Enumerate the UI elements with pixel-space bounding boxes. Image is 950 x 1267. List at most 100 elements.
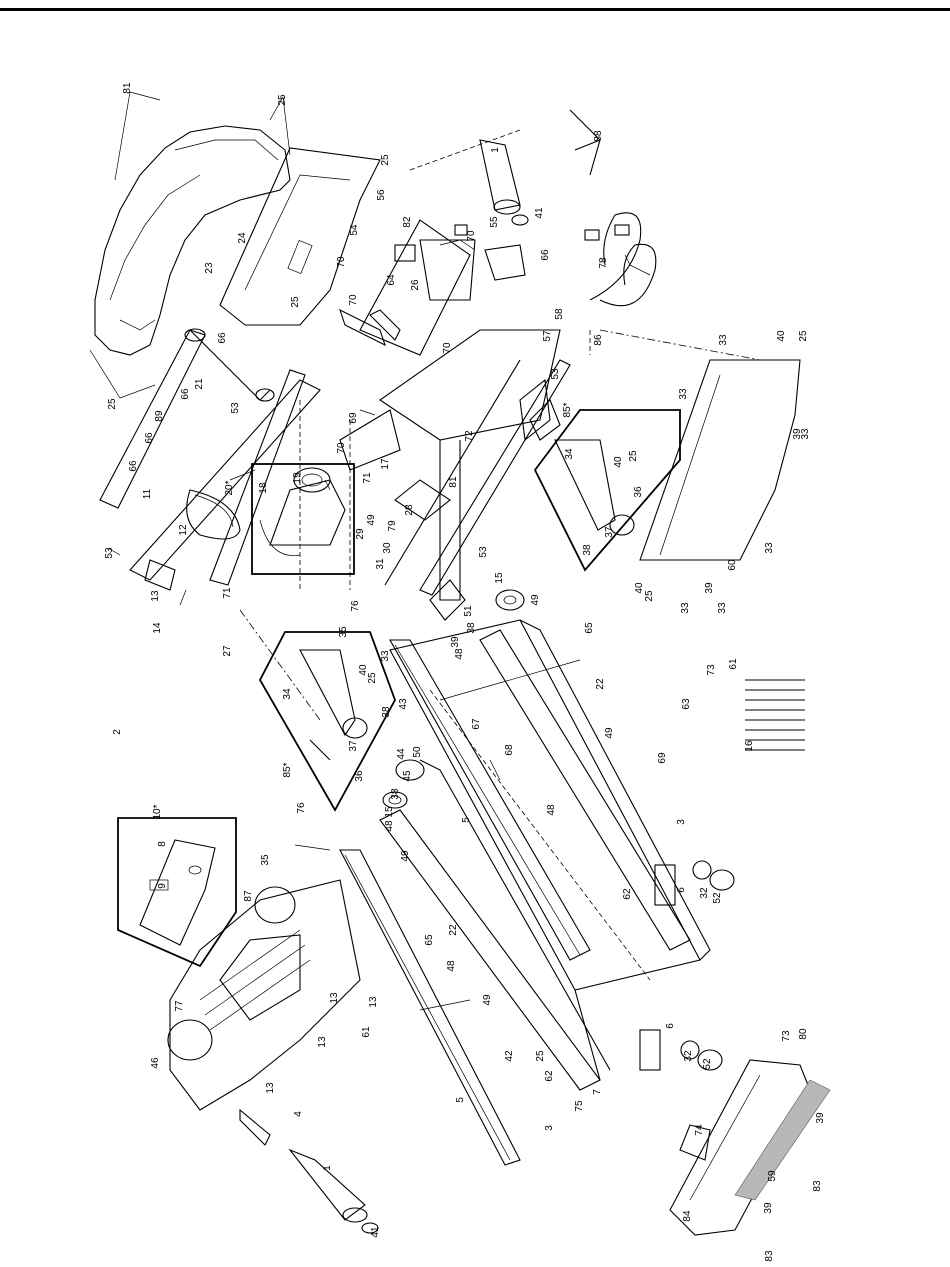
callout-label-60: 60 [727, 559, 738, 571]
callout-label-83: 83 [812, 1180, 823, 1192]
callout-label-24: 24 [237, 232, 248, 244]
callout-label-69: 69 [657, 752, 668, 764]
roller-pulley [382, 589, 525, 809]
callout-label-35: 35 [260, 854, 271, 866]
callout-label-4: 4 [293, 1111, 304, 1117]
callout-label-76: 76 [350, 600, 361, 612]
callout-label-40: 40 [613, 456, 624, 468]
callout-label-71: 71 [362, 472, 373, 484]
callout-label-48: 48 [384, 820, 395, 832]
callout-label-25: 25 [277, 94, 288, 106]
callout-label-66: 66 [128, 460, 139, 472]
callout-label-21: 21 [194, 378, 205, 390]
callout-label-65: 65 [424, 934, 435, 946]
rear-foot [639, 1029, 723, 1071]
callout-label-83: 83 [764, 1250, 775, 1262]
callout-label-22: 22 [448, 924, 459, 936]
callout-label-22: 22 [595, 678, 606, 690]
leader-lines [89, 91, 761, 1011]
callout-label-25: 25 [798, 330, 809, 342]
callout-label-57: 57 [542, 330, 553, 342]
callout-label-13: 13 [265, 1082, 276, 1094]
callout-label-81: 81 [448, 476, 459, 488]
callout-label-76: 76 [296, 802, 307, 814]
callout-label-40: 40 [776, 330, 787, 342]
callout-label-80: 80 [798, 1028, 809, 1040]
detail-85-left [258, 631, 396, 812]
callout-label-81: 81 [122, 82, 133, 94]
callout-label-33: 33 [678, 388, 689, 400]
callout-label-41: 41 [534, 207, 545, 219]
callout-label-38: 38 [582, 544, 593, 556]
callout-label-13: 13 [317, 1036, 328, 1048]
callout-label-65: 65 [584, 622, 595, 634]
callout-label-85-star: 85* [562, 402, 573, 417]
callout-label-49: 49 [482, 994, 493, 1006]
callout-label-36: 36 [633, 486, 644, 498]
callout-label-37: 37 [604, 526, 615, 538]
callout-label-39: 39 [815, 1112, 826, 1124]
callout-label-73: 73 [781, 1030, 792, 1042]
callout-label-58: 58 [554, 308, 565, 320]
callout-label-70: 70 [466, 230, 477, 242]
callout-label-11: 11 [142, 488, 153, 499]
drive-belt [186, 489, 241, 540]
console-base [167, 879, 361, 1146]
callout-label-84: 84 [682, 1210, 693, 1222]
callout-label-33: 33 [717, 602, 728, 614]
motor-mount [339, 378, 551, 471]
belt-guard [639, 359, 801, 561]
callout-label-39: 39 [763, 1202, 774, 1214]
callout-label-20-star: 20* [224, 480, 235, 495]
callout-label-12: 12 [178, 524, 189, 536]
callout-label-66: 66 [540, 249, 551, 261]
callout-label-71: 71 [222, 587, 233, 599]
detail-10-console [117, 817, 237, 968]
callout-label-48: 48 [546, 804, 557, 816]
callout-label-70: 70 [348, 294, 359, 306]
callout-label-27: 27 [222, 645, 233, 657]
roller-bottom [288, 1148, 379, 1234]
callout-label-33: 33 [764, 542, 775, 554]
callout-label-19: 19 [292, 472, 303, 484]
callout-labels: 8125125565424237025662521536689666611122… [104, 82, 826, 1262]
callout-label-74: 74 [694, 1124, 705, 1136]
callout-label-49: 49 [530, 594, 541, 606]
detail-85-right [533, 409, 681, 572]
callout-label-43: 43 [398, 698, 409, 710]
callout-label-59: 59 [767, 1170, 778, 1182]
callout-label-16: 16 [744, 740, 755, 752]
callout-label-40: 40 [358, 664, 369, 676]
callout-label-49: 49 [400, 850, 411, 862]
callout-label-18: 18 [258, 482, 269, 494]
callout-label-26: 26 [410, 279, 421, 291]
callout-label-29: 29 [355, 528, 366, 540]
callout-label-70: 70 [336, 256, 347, 268]
callout-label-17: 17 [380, 458, 391, 470]
callout-label-73: 73 [706, 664, 717, 676]
callout-label-53: 53 [550, 368, 561, 380]
rear-end-cap [669, 1059, 831, 1236]
callout-label-39: 39 [792, 428, 803, 440]
callout-label-66: 66 [144, 432, 155, 444]
callout-label-3: 3 [676, 819, 687, 825]
callout-label-35: 35 [338, 626, 349, 638]
callout-label-15: 15 [494, 572, 505, 584]
callout-label-6: 6 [665, 1023, 676, 1029]
callout-label-53: 53 [478, 546, 489, 558]
callout-label-6: 6 [676, 887, 687, 893]
callout-label-25: 25 [290, 296, 301, 308]
callout-label-41: 41 [370, 1226, 381, 1238]
callout-label-25: 25 [644, 590, 655, 602]
callout-label-25: 25 [107, 398, 118, 410]
callout-label-86: 86 [593, 334, 604, 346]
callout-label-49: 49 [366, 514, 377, 526]
callout-label-78: 78 [598, 257, 609, 269]
callout-label-32: 32 [683, 1050, 694, 1062]
callout-label-77: 77 [174, 1000, 185, 1012]
callout-label-48: 48 [446, 960, 457, 972]
upright-frame [99, 328, 321, 591]
roller-top [479, 139, 529, 226]
hood-base-plate [219, 147, 381, 326]
